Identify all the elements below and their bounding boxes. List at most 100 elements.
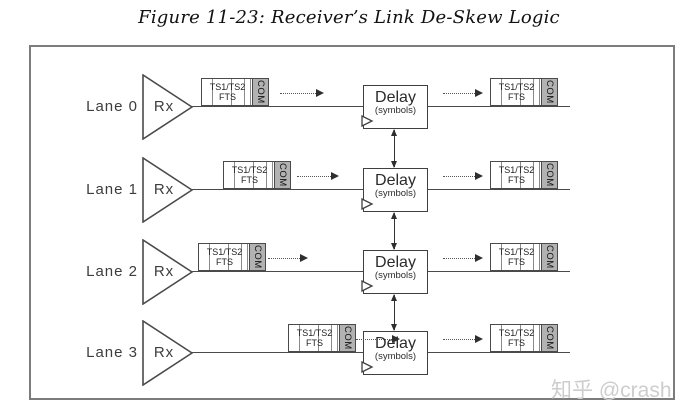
symbol-cell-divider [299,325,300,351]
com-symbol-cell: COM [541,79,557,105]
symbol-cell-divider [520,79,521,105]
ts-bottom-label: FTS [219,92,236,102]
ts-top-label: TS1/TS2 [296,328,333,338]
input-symbol-block: TS1/TS2 FTS COM [198,243,266,271]
deskew-adjust-arrow [390,294,397,331]
symbol-cell-divider [533,325,534,351]
input-symbol-block: TS1/TS2 FTS COM [288,324,356,352]
symbol-cell-divider [272,162,273,188]
symbol-cell-divider [520,325,521,351]
deskewed-stream-arrow [443,335,483,344]
ts-symbols-label: TS1/TS2 FTS [491,244,542,270]
symbol-cell-divider [539,79,540,105]
com-symbol-cell: COM [339,325,355,351]
symbol-cell-divider [266,162,267,188]
com-symbol-cell: COM [249,244,265,270]
symbol-cell-divider [209,244,210,270]
clock-input-wedge-icon [361,280,374,292]
ts-bottom-label: FTS [241,175,258,185]
input-symbol-block: TS1/TS2 FTS COM [223,161,291,189]
ts-top-label: TS1/TS2 [209,82,246,92]
symbol-cell-divider [533,162,534,188]
delay-sublabel: (symbols) [374,188,417,199]
delay-sublabel: (symbols) [374,270,417,281]
delay-label: Delay [375,89,416,106]
skewed-stream-arrow [268,254,308,263]
rx-amplifier-icon [142,157,193,223]
delay-sublabel: (symbols) [374,351,417,362]
skewed-stream-arrow [297,172,339,181]
delay-sublabel: (symbols) [374,105,417,116]
symbol-cell-divider [228,244,229,270]
output-symbol-block: TS1/TS2 FTS COM [490,161,558,189]
ts-top-label: TS1/TS2 [498,328,535,338]
skewed-stream-arrow [280,89,324,98]
symbol-cell-divider [231,79,232,105]
symbol-cell-divider [241,244,242,270]
rx-label: Rx [153,181,175,198]
output-symbol-block: TS1/TS2 FTS COM [490,324,558,352]
symbol-cell-divider [501,325,502,351]
symbol-cell-divider [501,244,502,270]
output-symbol-block: TS1/TS2 FTS COM [490,243,558,271]
symbol-cell-divider [331,325,332,351]
ts-symbols-label: TS1/TS2 FTS [199,244,250,270]
rx-amplifier-icon [142,74,193,140]
com-symbol-cell: COM [541,162,557,188]
delay-box: Delay (symbols) [361,250,428,294]
clock-input-wedge-icon [361,198,374,210]
rx-label: Rx [153,98,175,115]
lane-label: Lane 0 [86,98,138,115]
com-symbol-cell: COM [541,244,557,270]
com-symbol-cell: COM [274,162,290,188]
rx-label: Rx [153,263,175,280]
symbol-cell-divider [234,162,235,188]
com-symbol-cell: COM [541,325,557,351]
symbol-cell-divider [533,244,534,270]
ts-symbols-label: TS1/TS2 FTS [224,162,275,188]
ts-top-label: TS1/TS2 [498,165,535,175]
ts-symbols-label: TS1/TS2 FTS [202,79,253,105]
symbol-cell-divider [253,162,254,188]
figure-title: Figure 11-23: Receiver’s Link De-Skew Lo… [138,7,560,28]
symbol-cell-divider [318,325,319,351]
clock-input-wedge-icon [361,115,374,127]
input-symbol-block: TS1/TS2 FTS COM [201,78,269,106]
ts-symbols-label: TS1/TS2 FTS [491,325,542,351]
ts-bottom-label: FTS [306,338,323,348]
ts-bottom-label: FTS [508,92,525,102]
ts-bottom-label: FTS [508,175,525,185]
watermark: 知乎 @crash [551,379,672,402]
ts-top-label: TS1/TS2 [206,247,243,257]
rx-amplifier-icon [142,320,193,386]
lane-label: Lane 3 [86,344,138,361]
symbol-cell-divider [533,79,534,105]
symbol-cell-divider [520,162,521,188]
delay-box: Delay (symbols) [361,85,428,129]
ts-symbols-label: TS1/TS2 FTS [289,325,340,351]
ts-bottom-label: FTS [216,257,233,267]
ts-top-label: TS1/TS2 [231,165,268,175]
deskewed-stream-arrow [443,89,483,98]
deskewed-stream-arrow [443,172,483,181]
ts-bottom-label: FTS [508,257,525,267]
rx-amplifier-icon [142,239,193,305]
ts-symbols-label: TS1/TS2 FTS [491,79,542,105]
symbol-cell-divider [501,162,502,188]
com-symbol-cell: COM [252,79,268,105]
ts-top-label: TS1/TS2 [498,247,535,257]
skewed-stream-arrow [356,335,400,344]
symbol-cell-divider [250,79,251,105]
delay-box: Delay (symbols) [361,168,428,212]
ts-top-label: TS1/TS2 [498,82,535,92]
deskew-adjust-arrow [390,212,397,250]
rx-label: Rx [153,344,175,361]
delay-label: Delay [375,254,416,271]
symbol-cell-divider [520,244,521,270]
ts-symbols-label: TS1/TS2 FTS [491,162,542,188]
deskew-adjust-arrow [390,129,397,168]
clock-input-wedge-icon [361,361,374,373]
